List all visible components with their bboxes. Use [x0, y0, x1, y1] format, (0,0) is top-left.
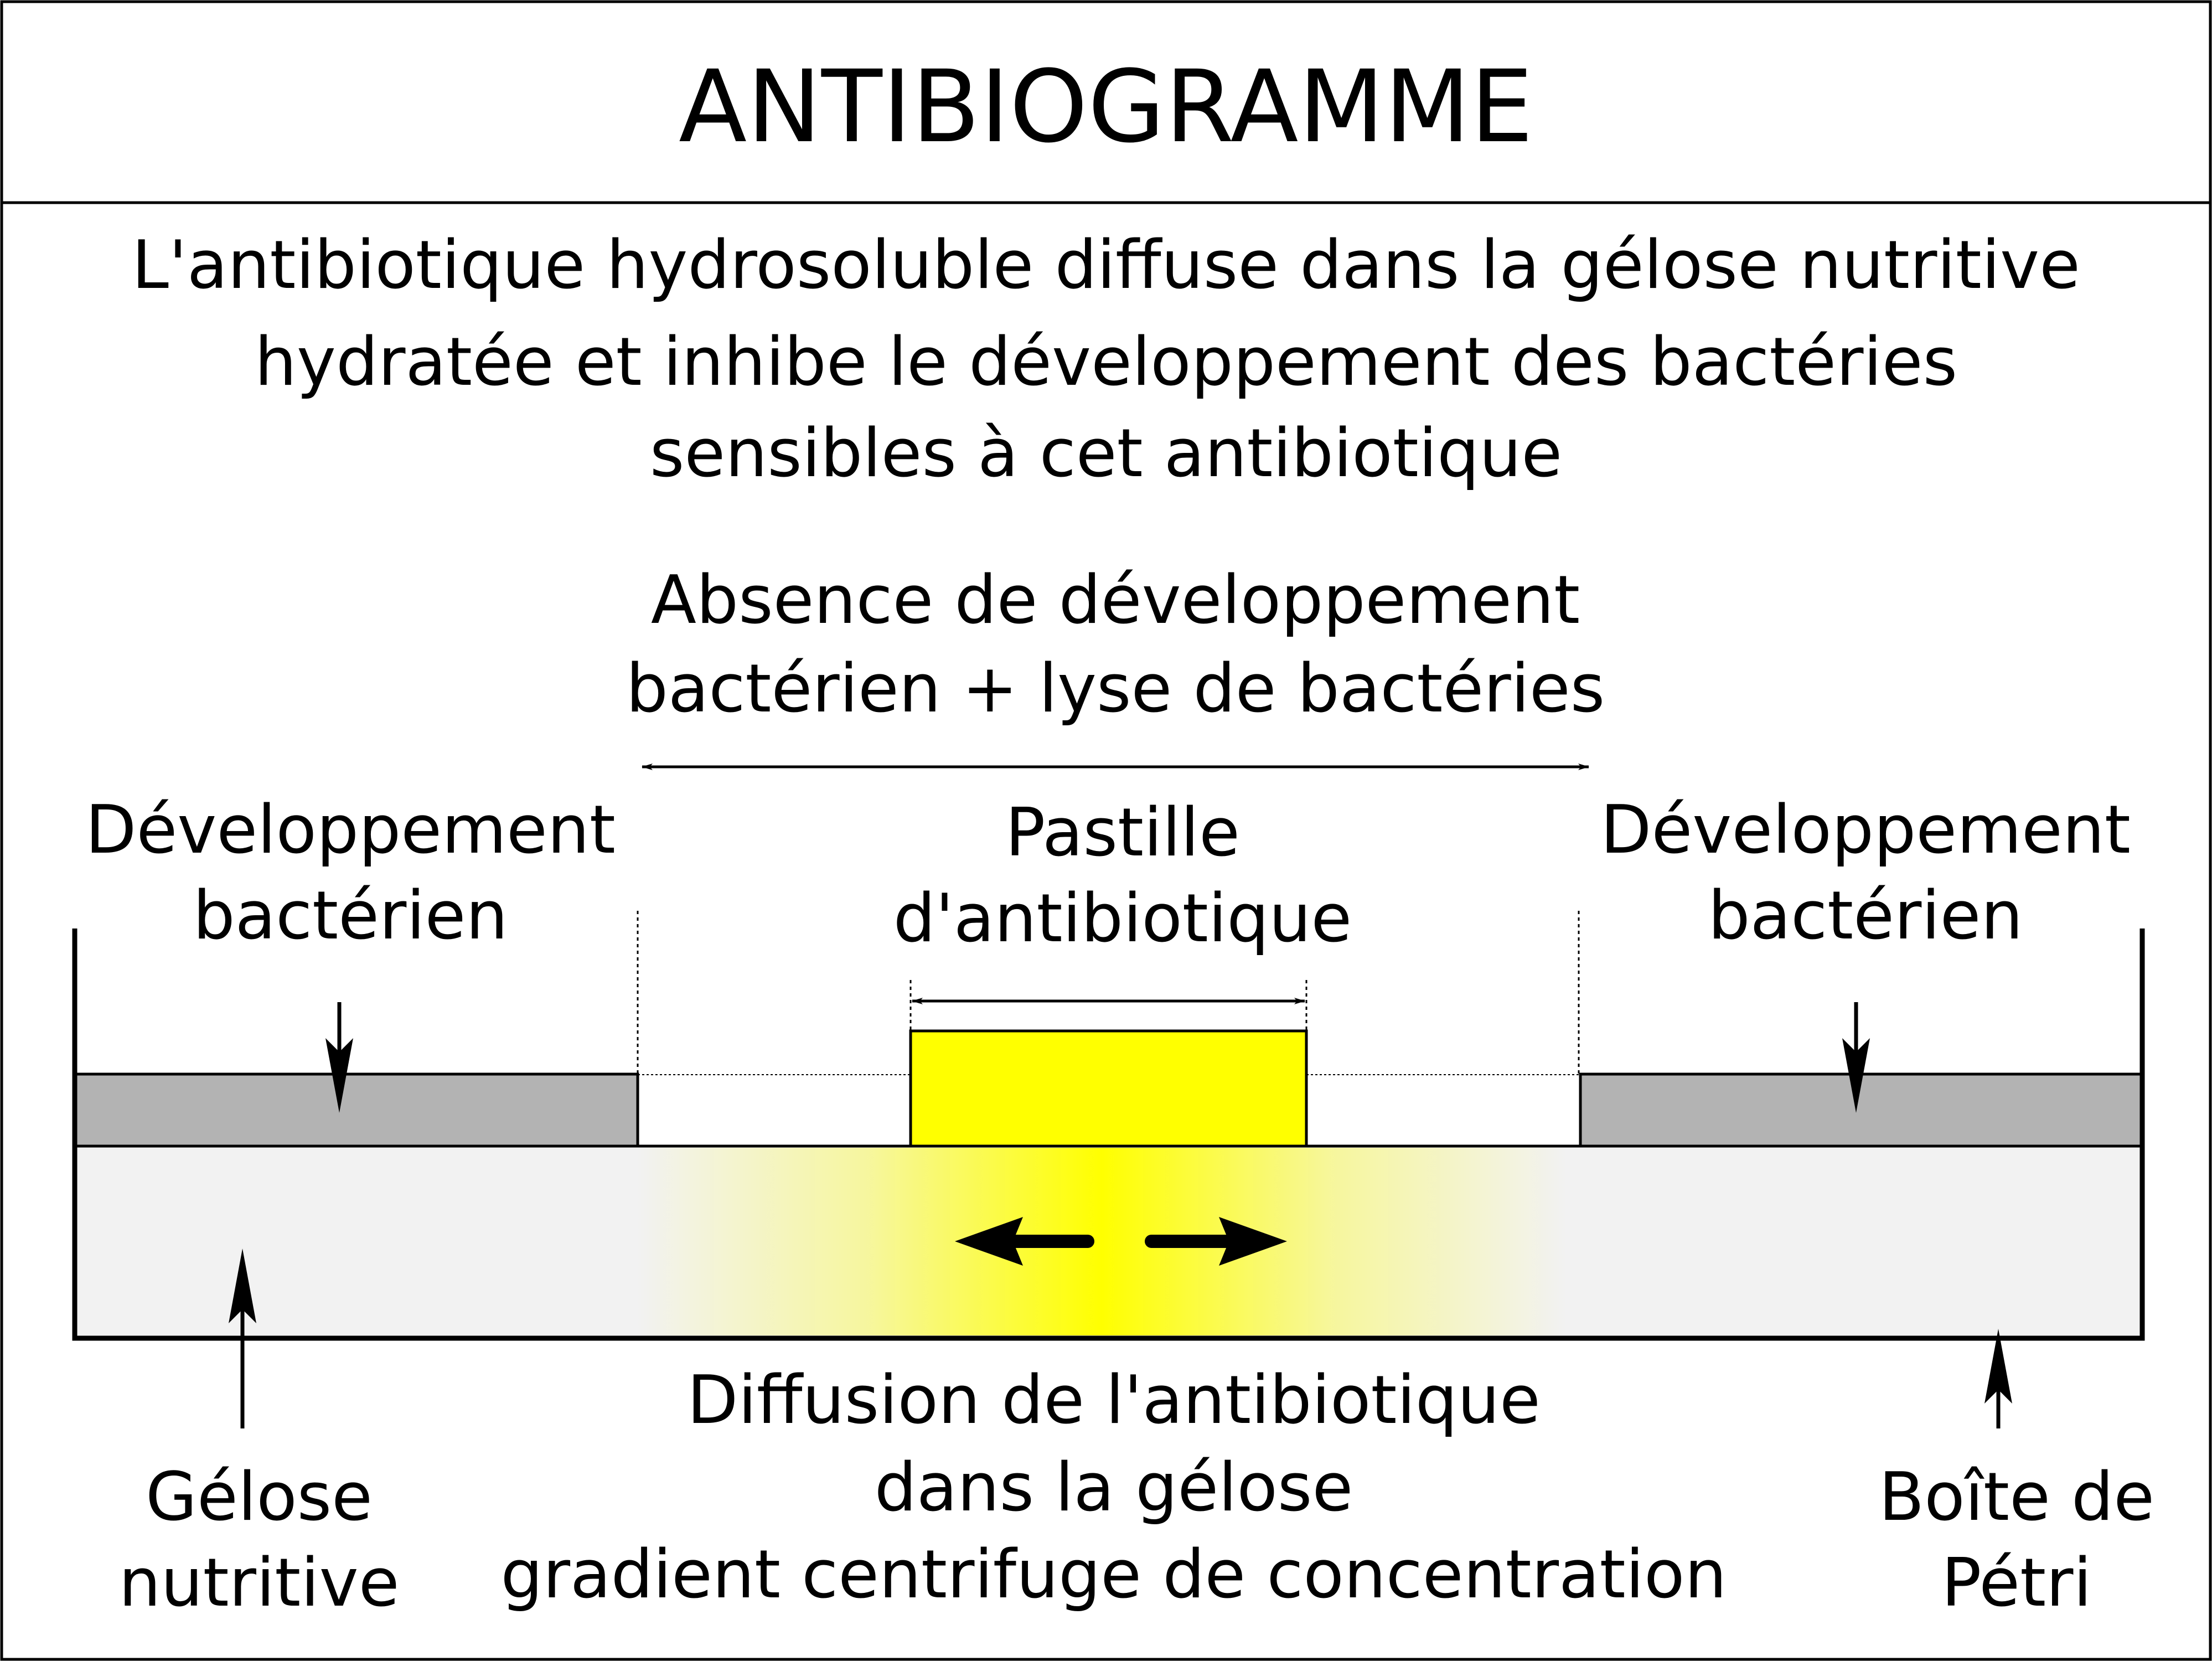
- description-line-1: L'antibiotique hydrosoluble diffuse dans…: [132, 227, 2080, 304]
- diffusion-gradient: [637, 1148, 1567, 1335]
- bacteria-layer-left: [73, 1072, 639, 1148]
- pastille-label-line-1: Pastille: [1005, 795, 1240, 871]
- diffusion-label-line-1: Diffusion de l'antibiotique: [687, 1362, 1541, 1439]
- gelose-label-line-2: nutritive: [118, 1545, 399, 1622]
- arrow-to-petri-dish: [1984, 1329, 2012, 1428]
- dev-right-label-line-1: Développement: [1600, 792, 2131, 869]
- description-line-3: sensibles à cet antibiotique: [650, 415, 1562, 492]
- dev-right-label-line-2: bactérien: [1708, 878, 2023, 955]
- dev-left-label-line-1: Développement: [85, 792, 616, 869]
- diffusion-arrow-right: [1145, 1217, 1287, 1266]
- diffusion-label-line-3: gradient centrifuge de concentration: [501, 1536, 1727, 1613]
- diffusion-arrow-left: [955, 1217, 1094, 1266]
- absence-label-line-2: bactérien + lyse de bactéries: [626, 651, 1605, 728]
- antibiotic-pastille: [909, 1029, 1308, 1148]
- arrow-to-bacteria-right: [1842, 1002, 1870, 1113]
- arrow-to-bacteria-left: [325, 1002, 353, 1113]
- boite-label-line-1: Boîte de: [1879, 1459, 2154, 1536]
- page-title: ANTIBIOGRAMME: [679, 49, 1533, 165]
- pastille-label-line-2: d'antibiotique: [893, 880, 1352, 957]
- absence-label-line-1: Absence de développement: [651, 562, 1580, 639]
- diffusion-label-line-2: dans la gélose: [875, 1449, 1353, 1526]
- description-line-2: hydratée et inhibe le développement des …: [255, 324, 1957, 401]
- petri-dish: [72, 928, 2145, 1341]
- arrow-to-agar: [229, 1249, 256, 1428]
- gelose-label-line-1: Gélose: [146, 1459, 373, 1536]
- dev-left-label-line-2: bactérien: [193, 878, 508, 955]
- boite-label-line-2: Pétri: [1941, 1545, 2092, 1622]
